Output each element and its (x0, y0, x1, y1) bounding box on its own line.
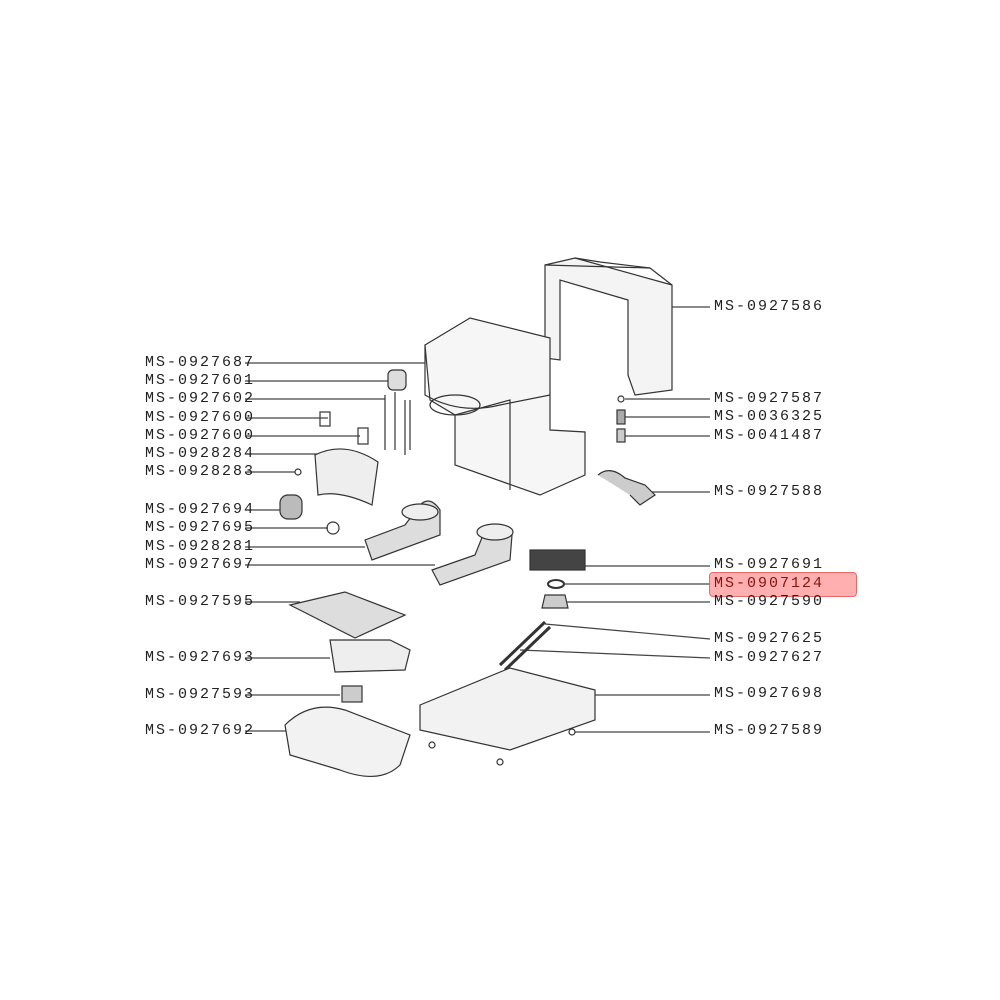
part-label[interactable]: MS-0036325 (714, 408, 825, 425)
highlight-box (709, 572, 857, 597)
part-label[interactable]: MS-0927698 (714, 685, 825, 702)
part-label[interactable]: MS-0927687 (145, 354, 256, 371)
part-label[interactable]: MS-0041487 (714, 427, 825, 444)
drip-tray-part (284, 706, 411, 778)
foot-part (568, 728, 576, 736)
clip-part-2 (357, 427, 369, 445)
part-label[interactable]: MS-0928283 (145, 463, 256, 480)
part-label[interactable]: MS-0927693 (145, 649, 256, 666)
float-part (341, 685, 363, 703)
selector-knob-part (279, 494, 303, 520)
screw-part (294, 468, 302, 476)
front-panel-part (314, 448, 379, 506)
main-body-part (424, 317, 586, 496)
knob-part (387, 369, 407, 391)
clip-part (319, 411, 331, 427)
part-label[interactable]: MS-0927695 (145, 519, 256, 536)
left-leader-lines (245, 362, 435, 732)
switch-bracket-part (384, 392, 411, 455)
part-label[interactable]: MS-0927694 (145, 501, 256, 518)
seal-part (547, 579, 565, 589)
part-label[interactable]: MS-0927627 (714, 649, 825, 666)
tray-inner-part (329, 639, 411, 673)
part-label[interactable]: MS-0927593 (145, 686, 256, 703)
part-label[interactable]: MS-0927601 (145, 372, 256, 389)
light-part (326, 521, 340, 535)
part-label[interactable]: MS-0927586 (714, 298, 825, 315)
part-label[interactable]: MS-0928281 (145, 538, 256, 555)
part-label[interactable]: MS-0928284 (145, 445, 256, 462)
part-label[interactable]: MS-0927697 (145, 556, 256, 573)
part-label[interactable]: MS-0927600 (145, 427, 256, 444)
part-label[interactable]: MS-0927691 (714, 556, 825, 573)
part-label[interactable]: MS-0927588 (714, 483, 825, 500)
right-leader-lines (519, 306, 711, 733)
o-ring-part (617, 395, 625, 403)
pin-part (616, 428, 626, 443)
part-label[interactable]: MS-0927692 (145, 722, 256, 739)
part-label[interactable]: MS-0927625 (714, 630, 825, 647)
base-part (419, 667, 596, 751)
part-label[interactable]: MS-0927602 (145, 390, 256, 407)
part-label[interactable]: MS-0927587 (714, 390, 825, 407)
valve-part (529, 549, 586, 571)
drip-grid-part (288, 591, 407, 639)
highlighted-part-label[interactable]: MS-0907124 (714, 575, 825, 592)
part-label[interactable]: MS-0927600 (145, 409, 256, 426)
part-label[interactable]: MS-0927590 (714, 593, 825, 610)
water-tank-part (544, 257, 673, 396)
connector-part (541, 594, 569, 609)
part-label[interactable]: MS-0927589 (714, 722, 825, 739)
part-label[interactable]: MS-0927595 (145, 593, 256, 610)
power-cord-part (597, 470, 656, 506)
steam-tube-part (498, 620, 552, 672)
spring-part (616, 409, 626, 425)
